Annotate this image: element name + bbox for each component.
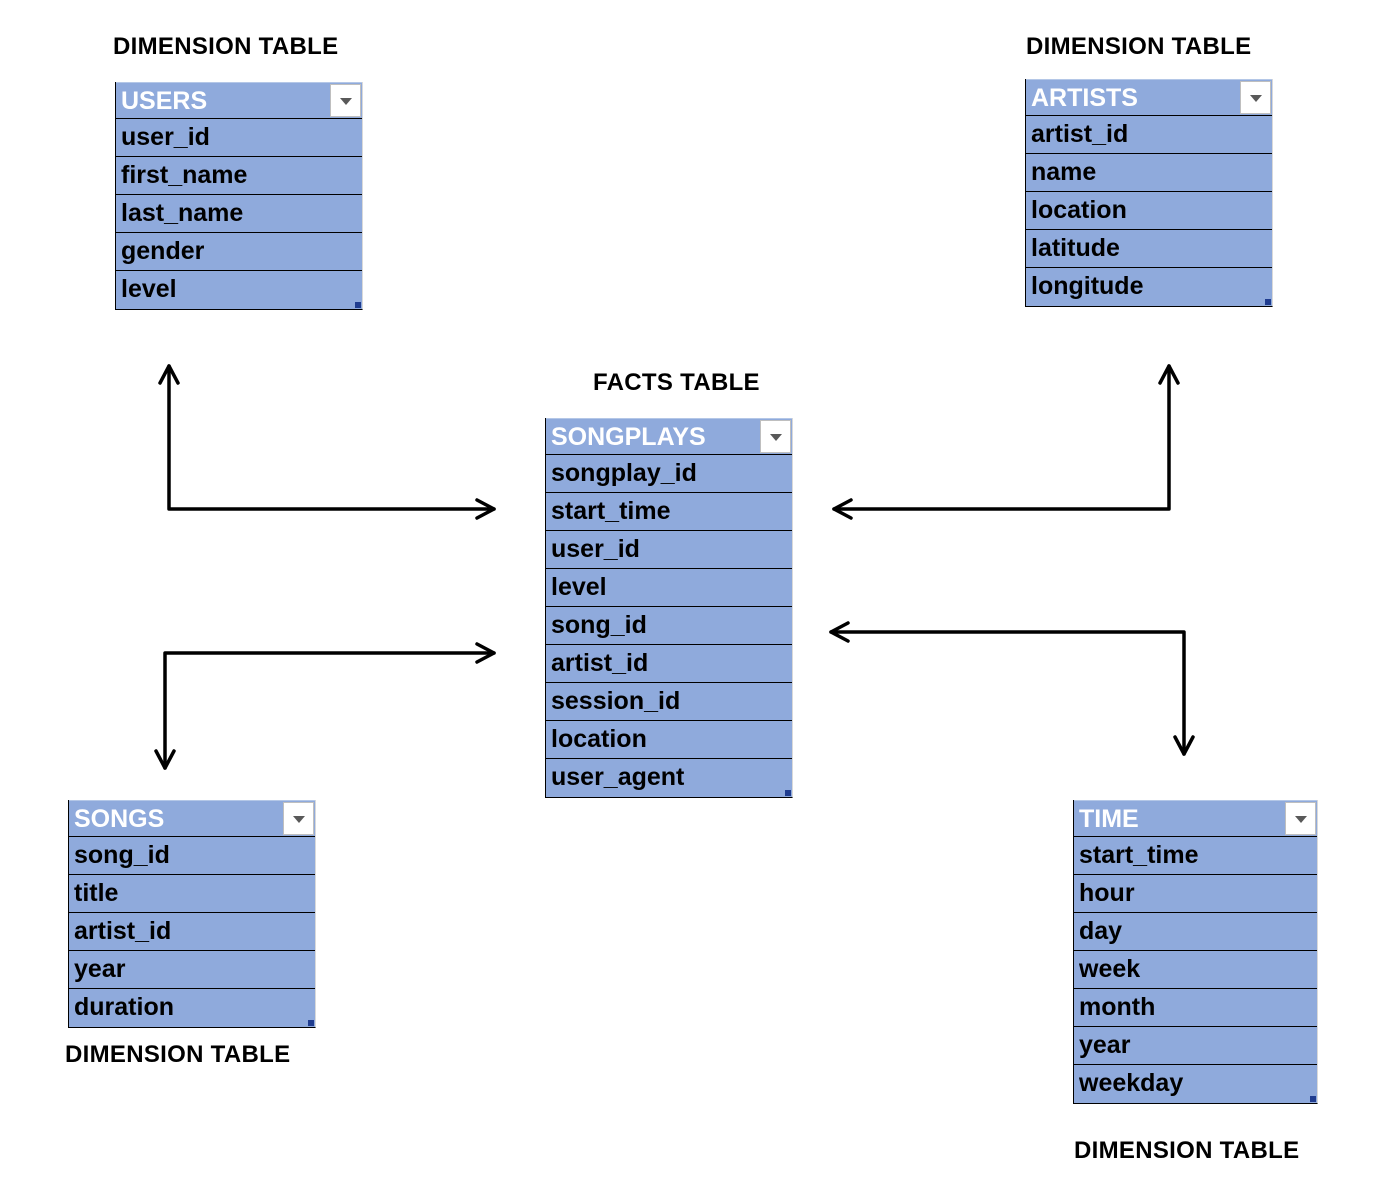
artists-field-row: longitude [1026,268,1272,306]
time-field-row: day [1074,913,1317,951]
time-field-label: week [1079,955,1141,983]
time-field-label: hour [1079,879,1135,907]
songs-field-label: duration [74,993,174,1021]
time-field-row: start_time [1074,837,1317,875]
songplays-field-row: start_time [546,493,792,531]
time-field-label: start_time [1079,841,1199,869]
artists-songplays-arrow [832,364,1180,520]
artists-field-label: name [1031,158,1097,186]
songplays-field-row: user_id [546,531,792,569]
resize-handle-icon[interactable] [1310,1096,1316,1102]
time-field-label: weekday [1079,1069,1184,1097]
time-field-label: year [1079,1031,1131,1059]
users-field-row: user_id [116,119,362,157]
users-table-caption: DIMENSION TABLE [113,33,339,60]
songplays-field-label: songplay_id [551,459,697,487]
artists-table-title: ARTISTS [1031,84,1138,112]
resize-handle-icon[interactable] [308,1020,314,1026]
songplays-field-row: session_id [546,683,792,721]
songplays-field-label: artist_id [551,649,649,677]
users-field-label: gender [121,237,205,265]
songplays-table-title: SONGPLAYS [551,423,706,451]
chevron-down-icon[interactable] [760,420,791,453]
chevron-down-icon[interactable] [330,84,361,117]
songplays-field-row: user_agent [546,759,792,797]
users-field-row: level [116,271,362,309]
artists-field-row: location [1026,192,1272,230]
users-field-row: first_name [116,157,362,195]
time-table-caption: DIMENSION TABLE [1074,1137,1300,1164]
songplays-field-label: location [551,725,647,753]
time-field-row: week [1074,951,1317,989]
artists-field-label: longitude [1031,272,1144,300]
users-field-label: user_id [121,123,210,151]
songs-table-header: SONGS [69,800,315,837]
songplays-field-label: user_id [551,535,640,563]
songs-field-row: year [69,951,315,989]
users-table-header: USERS [116,82,362,119]
time-songplays-arrow [829,621,1195,756]
users-table-title: USERS [121,87,208,115]
artists-field-label: location [1031,196,1127,224]
songplays-field-row: location [546,721,792,759]
resize-handle-icon[interactable] [1265,299,1271,305]
songplays-field-row: level [546,569,792,607]
artists-field-row: artist_id [1026,116,1272,154]
time-field-row: year [1074,1027,1317,1065]
time-table-header: TIME [1074,800,1317,837]
songs-field-row: duration [69,989,315,1027]
resize-handle-icon[interactable] [785,790,791,796]
songplays-field-label: start_time [551,497,671,525]
songplays-field-label: user_agent [551,763,685,791]
songs-field-label: song_id [74,841,170,869]
songplays-field-label: session_id [551,687,681,715]
chevron-down-icon[interactable] [283,802,314,835]
songs-field-row: song_id [69,837,315,875]
users-field-label: first_name [121,161,248,189]
artists-field-row: name [1026,154,1272,192]
artists-field-label: latitude [1031,234,1120,262]
songplays-field-row: song_id [546,607,792,645]
time-field-label: day [1079,917,1123,945]
songs-field-row: title [69,875,315,913]
time-field-row: month [1074,989,1317,1027]
songplays-field-row: songplay_id [546,455,792,493]
time-table-title: TIME [1079,805,1139,833]
time-field-label: month [1079,993,1156,1021]
songplays-field-row: artist_id [546,645,792,683]
users-songplays-arrow [158,364,496,520]
songs-table-caption: DIMENSION TABLE [65,1041,291,1068]
songs-field-row: artist_id [69,913,315,951]
chevron-down-icon[interactable] [1240,81,1271,114]
time-field-row: hour [1074,875,1317,913]
resize-handle-icon[interactable] [355,302,361,308]
artists-field-row: latitude [1026,230,1272,268]
users-field-row: gender [116,233,362,271]
users-field-label: last_name [121,199,244,227]
songs-table-title: SONGS [74,805,165,833]
songs-field-label: artist_id [74,917,172,945]
songs-field-label: title [74,879,119,907]
songplays-table-header: SONGPLAYS [546,418,792,455]
songplays-field-label: song_id [551,611,647,639]
users-field-row: last_name [116,195,362,233]
artists-field-label: artist_id [1031,120,1129,148]
facts-table-caption: FACTS TABLE [593,369,760,396]
artists-table-caption: DIMENSION TABLE [1026,33,1252,60]
songs-field-label: year [74,955,126,983]
users-field-label: level [121,275,177,303]
songs-songplays-arrow [154,642,496,770]
time-field-row: weekday [1074,1065,1317,1103]
songplays-field-label: level [551,573,607,601]
chevron-down-icon[interactable] [1285,802,1316,835]
artists-table-header: ARTISTS [1026,79,1272,116]
